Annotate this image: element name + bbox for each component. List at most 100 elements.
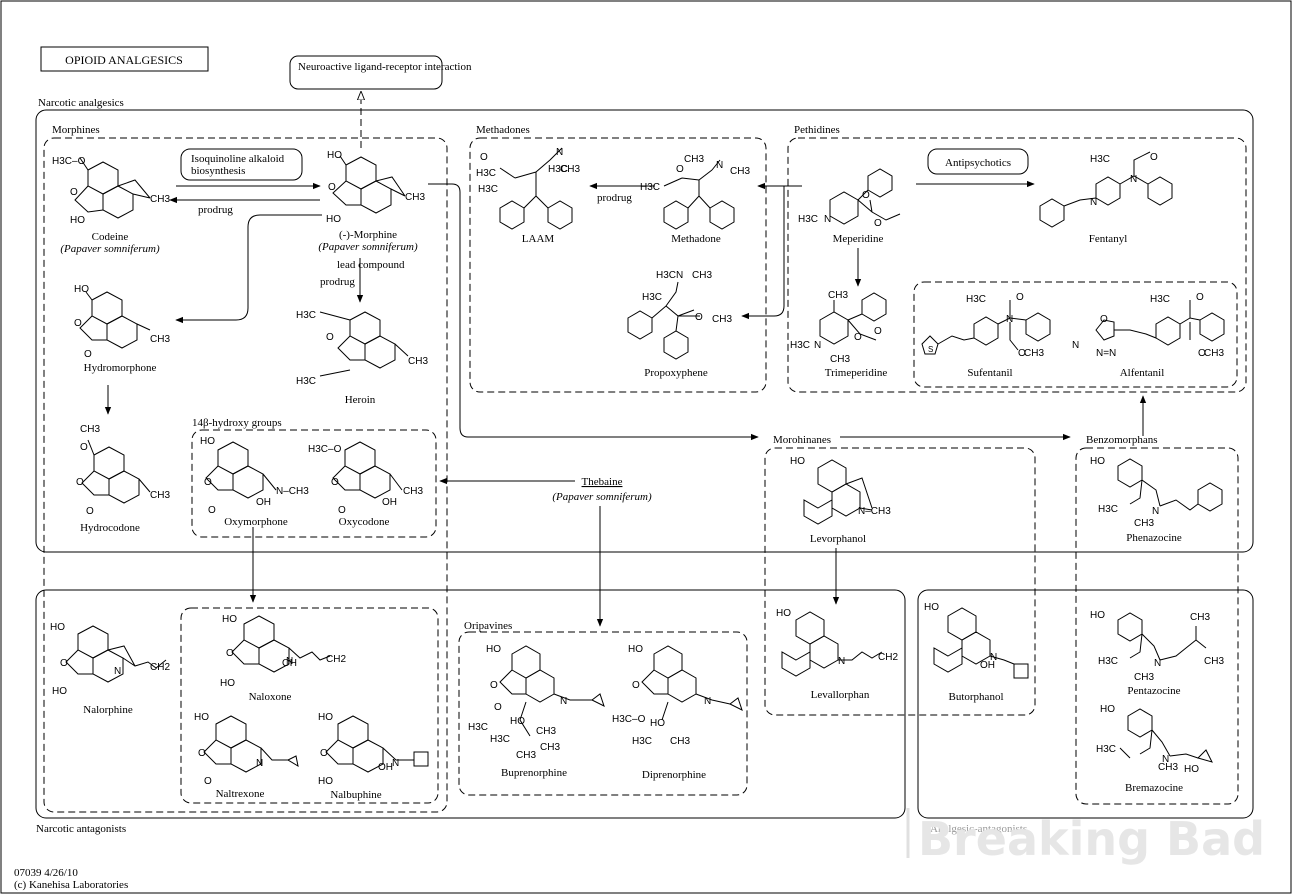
svg-text:N: N <box>1154 658 1161 669</box>
svg-text:O: O <box>862 190 870 201</box>
svg-text:N: N <box>1090 197 1097 208</box>
svg-text:O: O <box>695 312 703 323</box>
compound-butorphanol[interactable]: HO OH N Butorphanol <box>924 602 1029 703</box>
svg-text:N: N <box>392 758 399 769</box>
compound-bremazocine[interactable]: HO H3C CH3 N HO Bremazocine <box>1096 704 1213 794</box>
compound-sufentanil[interactable]: H3C O N S O CH3 Sufentanil <box>921 292 1051 379</box>
compound-sufentanil-name: Sufentanil <box>967 367 1012 379</box>
svg-text:O: O <box>1150 152 1158 163</box>
svg-text:CH3: CH3 <box>408 356 428 367</box>
group-label-pethidines: Pethidines <box>794 124 840 136</box>
compound-naltrexone[interactable]: HO O O N Naltrexone <box>194 712 299 800</box>
svg-text:H3C–O: H3C–O <box>308 444 342 455</box>
svg-text:O: O <box>1198 348 1206 359</box>
compound-hydromorphone[interactable]: HO O O CH3 Hydromorphone <box>74 284 170 374</box>
compound-trimeperidine[interactable]: CH3 H3C N CH3 O O Trimeperidine <box>790 290 887 379</box>
svg-text:HO: HO <box>1184 764 1199 775</box>
svg-text:CH3: CH3 <box>516 750 536 761</box>
svg-text:S: S <box>928 345 933 354</box>
compound-naloxone[interactable]: HO O HO OH N CH2 Naloxone <box>220 614 346 703</box>
svg-text:N–CH3: N–CH3 <box>276 486 309 497</box>
svg-text:N: N <box>838 656 845 667</box>
group-label-methadones: Methadones <box>476 124 530 136</box>
svg-text:N: N <box>824 214 831 225</box>
svg-text:OH: OH <box>382 497 397 508</box>
svg-text:O: O <box>70 187 78 198</box>
svg-text:H3C: H3C <box>468 722 488 733</box>
svg-text:OH: OH <box>378 762 393 773</box>
compound-heroin[interactable]: H3C O H3C CH3 Heroin <box>296 310 428 406</box>
compound-levallorphan[interactable]: HO N CH2 Levallorphan <box>776 608 898 701</box>
svg-text:CH3: CH3 <box>1204 656 1224 667</box>
compound-levorphanol[interactable]: HO N–CH3 Levorphanol <box>790 456 891 545</box>
compound-nalbuphine[interactable]: HO O HO OH N Nalbuphine <box>318 712 429 801</box>
svg-text:H3C: H3C <box>632 736 652 747</box>
process-antipsychotics[interactable]: Antipsychotics <box>927 148 1029 175</box>
compound-codeine[interactable]: H3C–O O HO CH3 Codeine (Papaver somnifer… <box>52 156 170 255</box>
compound-nalorphine[interactable]: HO O HO N CH2 Nalorphine <box>50 622 170 716</box>
svg-text:HO: HO <box>924 602 939 613</box>
svg-text:O: O <box>494 702 502 713</box>
compound-oxymorphone[interactable]: HO O O OH N–CH3 Oxymorphone <box>200 436 309 528</box>
process-antipsychotics-label: Antipsychotics <box>945 157 1011 169</box>
compound-alfentanil[interactable]: H3C O O N N=N O CH3 Alfentanil <box>1072 292 1225 379</box>
compound-propoxyphene[interactable]: H3C N CH3 H3C O CH3 Propoxyphene <box>627 270 732 379</box>
svg-text:H3C: H3C <box>798 214 818 225</box>
svg-text:HO: HO <box>776 608 791 619</box>
svg-text:HO: HO <box>650 718 665 729</box>
svg-text:CH3: CH3 <box>692 270 712 281</box>
compound-phenazocine[interactable]: HO H3C CH3 N Phenazocine <box>1090 456 1223 544</box>
process-isoquinoline-line2: biosynthesis <box>191 165 245 177</box>
compound-thebaine-source: (Papaver somniferum) <box>552 491 652 503</box>
compound-meperidine[interactable]: H3C N O O Meperidine <box>798 168 901 245</box>
svg-text:O: O <box>676 164 684 175</box>
compound-oxycodone[interactable]: H3C–O O O OH CH3 Oxycodone <box>308 441 423 528</box>
compound-diprenorphine[interactable]: HO O H3C–O HO H3C CH3 N Diprenorphine <box>612 644 743 781</box>
compound-pentazocine[interactable]: HO H3C CH3 N CH3 CH3 Pentazocine <box>1090 610 1224 697</box>
compound-hydromorphone-name: Hydromorphone <box>84 362 157 374</box>
compound-propoxyphene-name: Propoxyphene <box>644 367 708 379</box>
svg-text:N: N <box>716 160 723 171</box>
group-oripavines <box>458 631 748 796</box>
svg-text:CH3: CH3 <box>405 192 425 203</box>
process-isoquinoline-biosynthesis[interactable]: Isoquinoline alkaloid biosynthesis <box>180 148 303 181</box>
svg-text:CH2: CH2 <box>150 662 170 673</box>
compound-buprenorphine[interactable]: HO O H3C O HO H3C CH3 CH3 CH3 N Buprenor… <box>468 644 605 779</box>
svg-text:H3C: H3C <box>656 270 676 281</box>
compound-fentanyl[interactable]: H3C O N N Fentanyl <box>1039 151 1173 245</box>
svg-text:OH: OH <box>980 660 995 671</box>
svg-text:N: N <box>556 147 563 158</box>
compound-thebaine[interactable]: Thebaine (Papaver somniferum) <box>552 476 652 503</box>
svg-text:CH3: CH3 <box>730 166 750 177</box>
svg-text:CH3: CH3 <box>403 486 423 497</box>
svg-text:HO: HO <box>628 644 643 655</box>
svg-text:H3C: H3C <box>1090 154 1110 165</box>
svg-text:O: O <box>328 182 336 193</box>
compound-thebaine-name: Thebaine <box>582 476 623 488</box>
svg-text:HO: HO <box>50 622 65 633</box>
group-label-analgesic-antagonists: Analgesic-antagonists <box>930 823 1027 835</box>
compound-laam[interactable]: O H3C H3C H3C N CH3 LAAM <box>476 147 580 245</box>
svg-text:HO: HO <box>327 150 342 161</box>
compound-phenazocine-name: Phenazocine <box>1126 532 1182 544</box>
pathway-link-label: Neuroactive ligand-receptor interaction <box>298 61 472 73</box>
svg-text:N: N <box>1130 174 1137 185</box>
svg-text:CH3: CH3 <box>150 334 170 345</box>
compound-morphine[interactable]: HO O HO CH3 (-)-Morphine (Papaver somnif… <box>318 150 425 253</box>
compound-hydrocodone[interactable]: CH3 O O O CH3 Hydrocodone <box>76 424 170 534</box>
group-morphines <box>43 137 448 813</box>
group-morphinans <box>764 447 1036 716</box>
group-benzomorphans <box>1075 447 1239 805</box>
svg-text:CH3: CH3 <box>536 726 556 737</box>
compound-methadone[interactable]: H3C O CH3 N CH3 Methadone <box>640 154 750 245</box>
group-label-benzomorphans: Benzomorphans <box>1086 434 1157 446</box>
svg-text:H3C: H3C <box>642 292 662 303</box>
svg-text:O: O <box>76 477 84 488</box>
svg-text:O: O <box>326 332 334 343</box>
compound-meperidine-name: Meperidine <box>833 233 884 245</box>
svg-text:O: O <box>1100 314 1108 325</box>
svg-text:H3C: H3C <box>296 310 316 321</box>
svg-text:HO: HO <box>1100 704 1115 715</box>
pathway-link-neuroactive[interactable]: Neuroactive ligand-receptor interaction <box>289 55 472 90</box>
